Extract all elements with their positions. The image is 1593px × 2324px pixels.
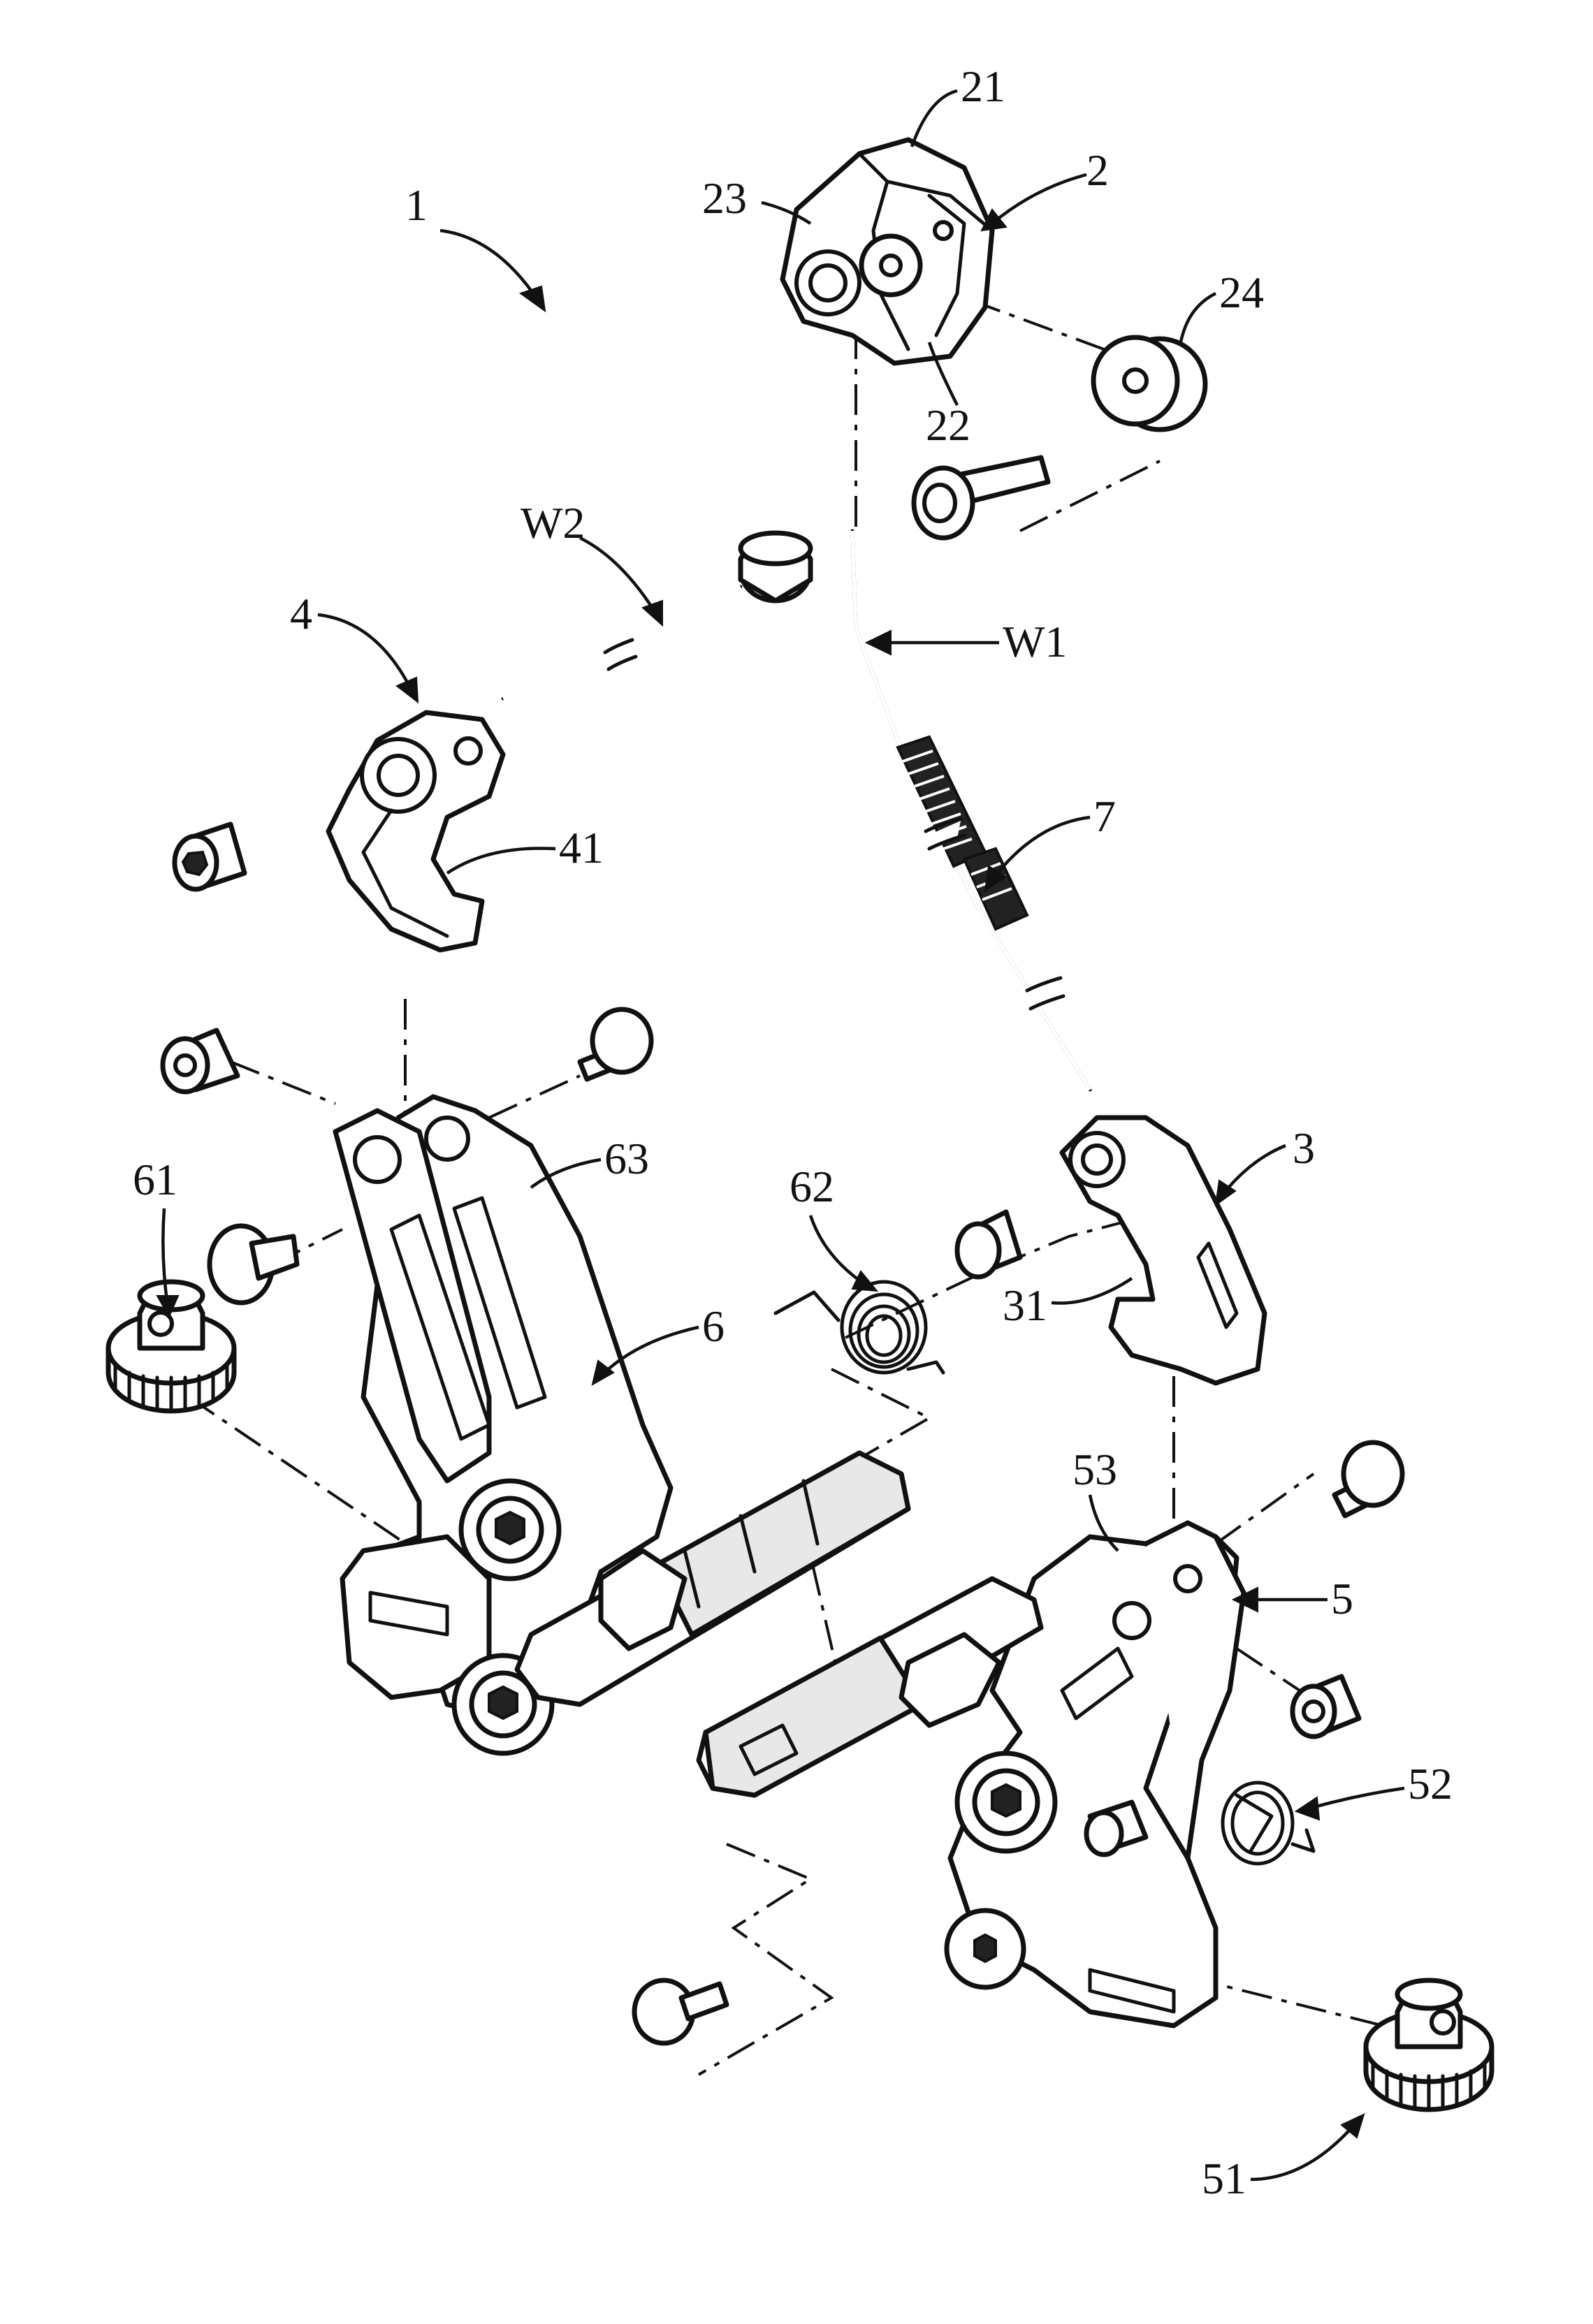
left-arm-bolt-side	[210, 1226, 297, 1303]
right-arm-spacer	[1293, 1676, 1359, 1737]
left-arm-bolt-top	[580, 1009, 651, 1079]
label-right-arm: 5	[1331, 1574, 1353, 1623]
cable-anchor	[328, 712, 503, 950]
label-link-unit: 2	[1086, 145, 1109, 195]
right-spring	[1223, 1783, 1314, 1864]
right-link-set-screw	[957, 1212, 1020, 1277]
right-arm-bolt-top	[1334, 1442, 1402, 1516]
link-unit	[783, 140, 992, 363]
washer	[1093, 337, 1205, 430]
label-right-arm-top: 53	[1072, 1445, 1117, 1494]
label-cable-main: W1	[1003, 617, 1067, 666]
label-right-link-hook: 31	[1003, 1280, 1047, 1330]
left-spring	[776, 1282, 943, 1373]
label-right-link: 3	[1293, 1123, 1315, 1173]
label-right-adjuster: 51	[1202, 2154, 1246, 2203]
label-assembly: 1	[405, 180, 428, 230]
label-link-washer: 24	[1219, 268, 1264, 317]
label-left-adjuster: 61	[133, 1155, 177, 1204]
label-link-cap: 21	[961, 61, 1005, 111]
right-pad-bolt	[634, 1980, 727, 2043]
left-arm-spacer	[163, 1030, 238, 1092]
label-right-spring: 52	[1408, 1759, 1453, 1808]
label-cable-secondary: W2	[521, 498, 585, 548]
label-cable-housing: 7	[1093, 791, 1116, 841]
anchor-set-screw	[175, 824, 245, 889]
right-adjuster	[1366, 1980, 1492, 2110]
main-cable	[852, 531, 1090, 1090]
label-cable-anchor: 4	[290, 589, 312, 638]
label-left-spring: 62	[790, 1162, 834, 1211]
right-link	[1062, 1118, 1265, 1383]
label-link-side: 23	[702, 173, 747, 223]
label-link-lower: 22	[926, 400, 970, 450]
reference-labels: 1 21 2 23 22 24 W2 W1 4 41 7 63 62 3 31 …	[133, 61, 1453, 2203]
label-left-arm-top: 63	[604, 1134, 649, 1183]
label-anchor-hook: 41	[559, 823, 604, 872]
cable-housing-coil	[898, 737, 1063, 1011]
label-left-arm: 6	[702, 1301, 725, 1351]
